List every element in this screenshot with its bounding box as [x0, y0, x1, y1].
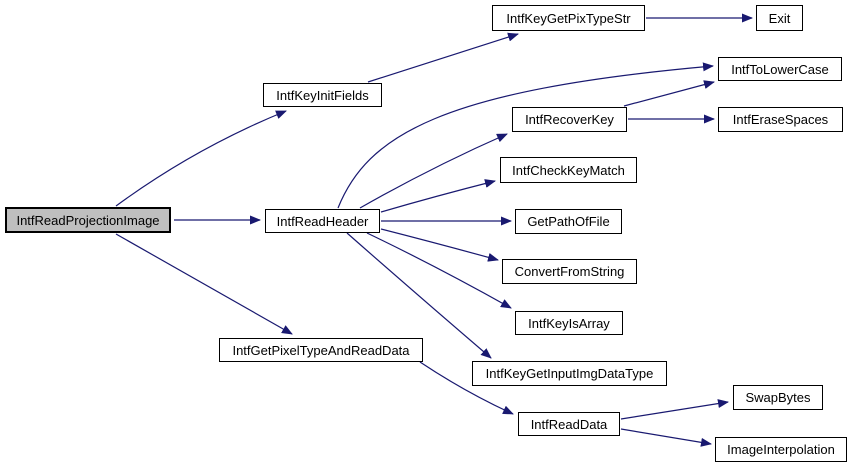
node-IntfReadHeader[interactable]: IntfReadHeader — [265, 209, 380, 233]
edge-IntfReadHeader-IntfCheckKeyMatch — [380, 179, 496, 213]
edge-IntfReadHeader-IntfRecoverKey — [359, 133, 508, 209]
edge-IntfReadHeader-IntfKeyGetInputImgDataType — [346, 232, 492, 359]
node-IntfReadProjectionImage: IntfReadProjectionImage — [5, 207, 171, 233]
node-IntfReadData[interactable]: IntfReadData — [518, 412, 620, 436]
node-SwapBytes[interactable]: SwapBytes — [733, 385, 823, 410]
node-IntfKeyInitFields[interactable]: IntfKeyInitFields — [263, 83, 382, 107]
edge-IntfReadData-ImageInterpolation — [620, 428, 712, 447]
edge-IntfRecoverKey-IntfToLowerCase — [623, 80, 715, 107]
node-GetPathOfFile[interactable]: GetPathOfFile — [515, 209, 622, 234]
edge-IntfReadHeader-IntfKeyIsArray — [366, 232, 512, 309]
node-IntfEraseSpaces[interactable]: IntfEraseSpaces — [718, 107, 843, 132]
edge-IntfReadData-SwapBytes — [620, 399, 729, 420]
node-ImageInterpolation[interactable]: ImageInterpolation — [715, 437, 847, 462]
edge-IntfGetPixelTypeAndReadData-IntfReadData — [419, 361, 514, 415]
node-IntfToLowerCase[interactable]: IntfToLowerCase — [718, 57, 842, 81]
edge-IntfReadHeader-ConvertFromString — [380, 228, 499, 262]
edge-IntfReadProjectionImage-IntfKeyInitFields — [115, 110, 287, 207]
edge-IntfReadProjectionImage-IntfGetPixelTypeAndReadData — [115, 233, 293, 335]
node-IntfKeyGetInputImgDataType[interactable]: IntfKeyGetInputImgDataType — [472, 361, 667, 386]
node-IntfKeyIsArray[interactable]: IntfKeyIsArray — [515, 311, 623, 335]
node-ConvertFromString[interactable]: ConvertFromString — [502, 259, 637, 284]
node-IntfCheckKeyMatch[interactable]: IntfCheckKeyMatch — [500, 157, 637, 183]
node-Exit[interactable]: Exit — [756, 5, 803, 31]
node-IntfGetPixelTypeAndReadData[interactable]: IntfGetPixelTypeAndReadData — [219, 338, 423, 362]
edge-IntfReadHeader-IntfToLowerCase — [337, 62, 714, 209]
edge-IntfKeyInitFields-IntfKeyGetPixTypeStr — [367, 32, 519, 83]
node-IntfKeyGetPixTypeStr[interactable]: IntfKeyGetPixTypeStr — [492, 5, 645, 31]
node-IntfRecoverKey[interactable]: IntfRecoverKey — [512, 107, 627, 132]
